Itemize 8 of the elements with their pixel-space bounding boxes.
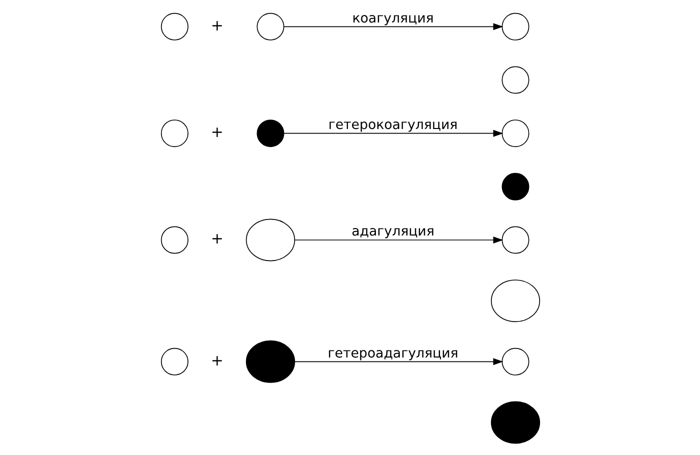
label: +	[210, 351, 223, 370]
edge-label: гетерокоагуляция	[328, 118, 458, 133]
label: +	[210, 16, 223, 34]
edge-label: адагуляция	[351, 224, 434, 240]
label: +	[210, 230, 223, 248]
edge-label: коагуляция	[352, 11, 434, 26]
label: +	[210, 123, 223, 141]
edge-label: гетероадагуляция	[327, 346, 458, 362]
